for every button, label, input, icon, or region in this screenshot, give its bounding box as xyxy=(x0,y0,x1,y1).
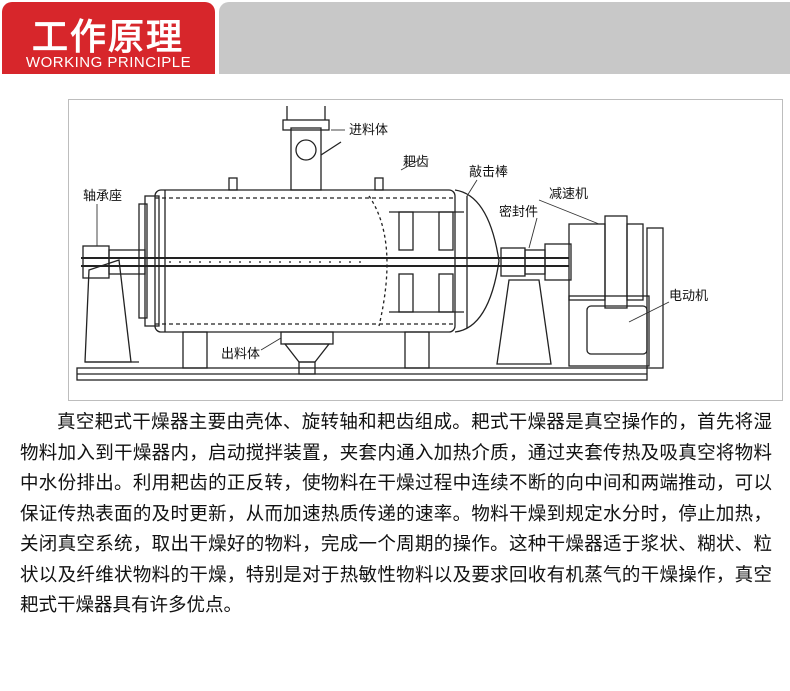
reducer xyxy=(568,223,606,301)
header-gray-bar xyxy=(219,2,790,74)
left-foot xyxy=(182,331,208,369)
label-bearing: 轴承座 xyxy=(83,189,122,204)
section-title: 工作原理 xyxy=(32,17,185,58)
section-header: 工作原理 WORKING PRINCIPLE xyxy=(0,0,790,78)
drum-head xyxy=(454,189,500,333)
pulley xyxy=(646,227,664,369)
reducer-stand xyxy=(496,279,552,365)
label-seal: 密封件 xyxy=(499,204,538,220)
bearing-stand xyxy=(84,259,132,363)
label-reducer: 减速机 xyxy=(549,187,588,202)
seal-unit xyxy=(500,247,526,277)
feed-inlet xyxy=(290,127,322,191)
bearing-seat xyxy=(82,245,110,279)
section-subtitle: WORKING PRINCIPLE xyxy=(25,54,192,71)
label-rake: 耙齿 xyxy=(403,155,429,170)
motor xyxy=(586,305,648,355)
rake-teeth xyxy=(389,211,464,313)
label-feed: 进料体 xyxy=(349,123,388,138)
label-discharge: 出料体 xyxy=(221,347,260,362)
discharge-outlet xyxy=(280,331,334,345)
title-badge: 工作原理 WORKING PRINCIPLE xyxy=(2,2,215,74)
label-striker: 敲击棒 xyxy=(469,164,508,180)
drum-body xyxy=(154,189,456,333)
motor-base xyxy=(568,295,650,367)
label-motor: 电动机 xyxy=(669,289,708,304)
dryer-diagram: 进料体 耙齿 敲击棒 轴承座 密封件 减速机 电动机 出料体 xyxy=(68,99,783,401)
dryer-drawing: 进料体 耙齿 敲击棒 轴承座 密封件 减速机 电动机 出料体 xyxy=(76,106,708,381)
description-paragraph: 真空耙式干燥器主要由壳体、旋转轴和耙齿组成。耙式干燥器是真空操作的，首先将湿物料… xyxy=(20,412,772,616)
right-foot xyxy=(404,331,430,369)
